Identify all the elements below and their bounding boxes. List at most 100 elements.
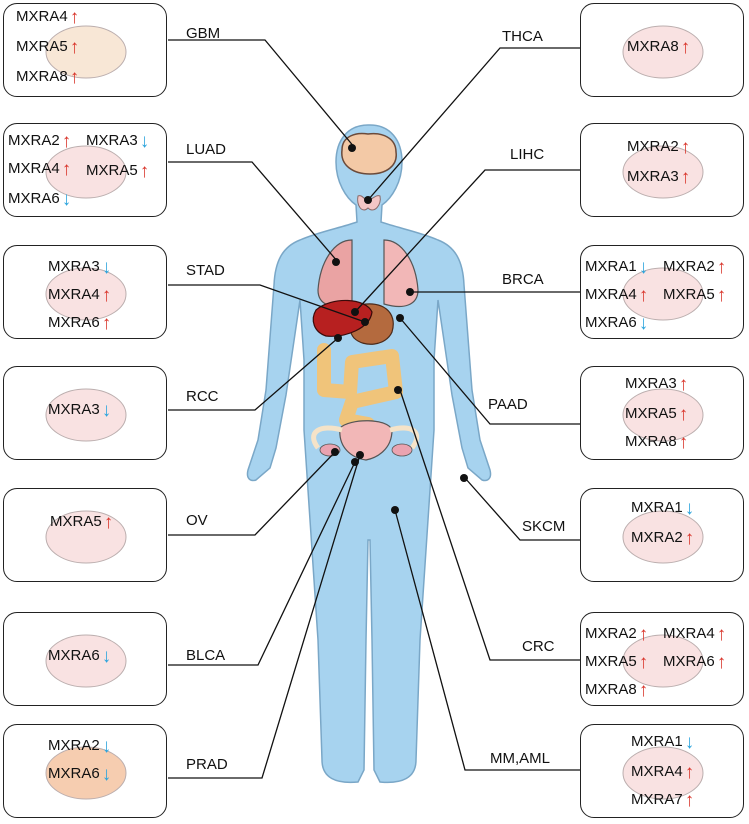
gene-entry: MXRA3↑	[627, 168, 690, 187]
connector-line-gbm	[168, 39, 356, 149]
gene-name: MXRA2	[631, 529, 683, 546]
connector-line-stad	[168, 284, 366, 323]
connector-line-thca	[367, 47, 580, 201]
organ-illustration-lihc	[622, 145, 704, 199]
connector-line-lihc	[354, 169, 580, 313]
connector-line-crc	[399, 389, 580, 661]
organ-marker-dot-thca	[364, 196, 372, 204]
gene-entry: MXRA2↑	[663, 258, 726, 277]
cancer-label-mm-aml: MM,AML	[490, 750, 550, 767]
gene-name: MXRA1	[631, 499, 683, 516]
gene-entry: MXRA4↑	[663, 625, 726, 644]
gene-name: MXRA8	[16, 68, 68, 85]
down-arrow-icon: ↓	[101, 646, 112, 667]
gene-entry: MXRA2↑	[627, 138, 690, 157]
gene-entry: MXRA5↑	[625, 405, 688, 424]
down-arrow-icon: ↓	[101, 736, 112, 757]
cancer-label-thca: THCA	[502, 28, 543, 45]
gene-entry: MXRA8↑	[625, 433, 688, 452]
gene-name: MXRA5	[663, 286, 715, 303]
up-arrow-icon: ↑	[684, 528, 695, 549]
gene-entry: MXRA3↓	[48, 401, 111, 420]
cancer-label-paad: PAAD	[488, 396, 528, 413]
organ-illustration-brca	[622, 267, 704, 321]
gene-entry: MXRA6↓	[48, 647, 111, 666]
gene-entry: MXRA7↑	[631, 791, 694, 810]
intestine-organ	[317, 343, 403, 431]
gene-name: MXRA1	[585, 258, 637, 275]
panel-stad: MXRA3↓MXRA4↑MXRA6↑	[3, 245, 167, 339]
down-arrow-icon: ↓	[139, 131, 150, 152]
brain-organ	[341, 132, 397, 175]
down-arrow-icon: ↓	[684, 498, 695, 519]
connector-line-luad	[168, 161, 339, 263]
organ-marker-dot-luad	[332, 258, 340, 266]
up-arrow-icon: ↑	[69, 67, 80, 88]
up-arrow-icon: ↑	[678, 404, 689, 425]
organ-illustration-crc	[622, 634, 704, 688]
panel-blca: MXRA6↓	[3, 612, 167, 706]
up-arrow-icon: ↑	[638, 624, 649, 645]
panel-luad: MXRA2↑MXRA3↓MXRA4↑MXRA5↑MXRA6↓	[3, 123, 167, 217]
up-arrow-icon: ↑	[684, 762, 695, 783]
gene-entry: MXRA3↑	[625, 375, 688, 394]
gene-entry: MXRA2↓	[48, 737, 111, 756]
panel-ov: MXRA5↑	[3, 488, 167, 582]
panel-brca: MXRA1↓MXRA2↑MXRA4↑MXRA5↑MXRA6↓	[580, 245, 744, 339]
panel-rcc: MXRA3↓	[3, 366, 167, 460]
gene-name: MXRA6	[8, 190, 60, 207]
cancer-label-skcm: SKCM	[522, 518, 566, 535]
cancer-label-ov: OV	[186, 512, 208, 529]
organ-illustration-mm-aml	[622, 746, 704, 800]
cancer-label-luad: LUAD	[186, 141, 227, 158]
gene-name: MXRA2	[8, 132, 60, 149]
gene-name: MXRA4	[8, 160, 60, 177]
gene-entry: MXRA4↑	[631, 763, 694, 782]
cancer-label-brca: BRCA	[502, 271, 544, 288]
organ-illustration-thca	[622, 25, 704, 79]
gene-name: MXRA4	[631, 763, 683, 780]
gene-entry: MXRA5↑	[663, 286, 726, 305]
gene-entry: MXRA2↑	[631, 529, 694, 548]
gene-entry: MXRA5↑	[585, 653, 648, 672]
gene-entry: MXRA4↑	[48, 286, 111, 305]
gene-name: MXRA6	[48, 647, 100, 664]
panel-thca: MXRA8↑	[580, 3, 744, 97]
down-arrow-icon: ↓	[684, 732, 695, 753]
organ-marker-dot-lihc	[351, 308, 359, 316]
up-arrow-icon: ↑	[139, 161, 150, 182]
panel-mm-aml: MXRA1↓MXRA4↑MXRA7↑	[580, 724, 744, 818]
gene-entry: MXRA8↑	[16, 68, 79, 87]
gene-entry: MXRA2↑	[8, 132, 71, 151]
panel-paad: MXRA3↑ MXRA5↑ MXRA8↑	[580, 366, 744, 460]
gene-name: MXRA3	[627, 168, 679, 185]
ovary-tube-left	[311, 425, 343, 450]
gene-name: MXRA2	[48, 737, 100, 754]
gene-name: MXRA6	[663, 653, 715, 670]
gene-entry: MXRA5↑	[86, 162, 149, 181]
gene-name: MXRA3	[86, 132, 138, 149]
organ-illustration-rcc	[45, 388, 127, 442]
gene-name: MXRA6	[48, 314, 100, 331]
up-arrow-icon: ↑	[716, 624, 727, 645]
organ-marker-dot-mm-aml	[391, 506, 399, 514]
up-arrow-icon: ↑	[716, 257, 727, 278]
organ-illustration-paad	[622, 388, 704, 442]
organ-illustration-ov	[45, 510, 127, 564]
gene-name: MXRA5	[16, 38, 68, 55]
up-arrow-icon: ↑	[684, 790, 695, 811]
gene-name: MXRA8	[627, 38, 679, 55]
organ-marker-dot-prad	[356, 451, 364, 459]
up-arrow-icon: ↑	[638, 680, 649, 701]
down-arrow-icon: ↓	[61, 189, 72, 210]
gene-name: MXRA5	[86, 162, 138, 179]
organ-marker-dot-skcm	[460, 474, 468, 482]
up-arrow-icon: ↑	[69, 37, 80, 58]
gene-name: MXRA5	[585, 653, 637, 670]
organ-illustration-gbm	[45, 25, 127, 79]
connector-line-rcc	[168, 337, 339, 411]
gene-entry: MXRA6↓	[585, 314, 648, 333]
panel-gbm: MXRA4↑MXRA5↑MXRA8↑	[3, 3, 167, 97]
